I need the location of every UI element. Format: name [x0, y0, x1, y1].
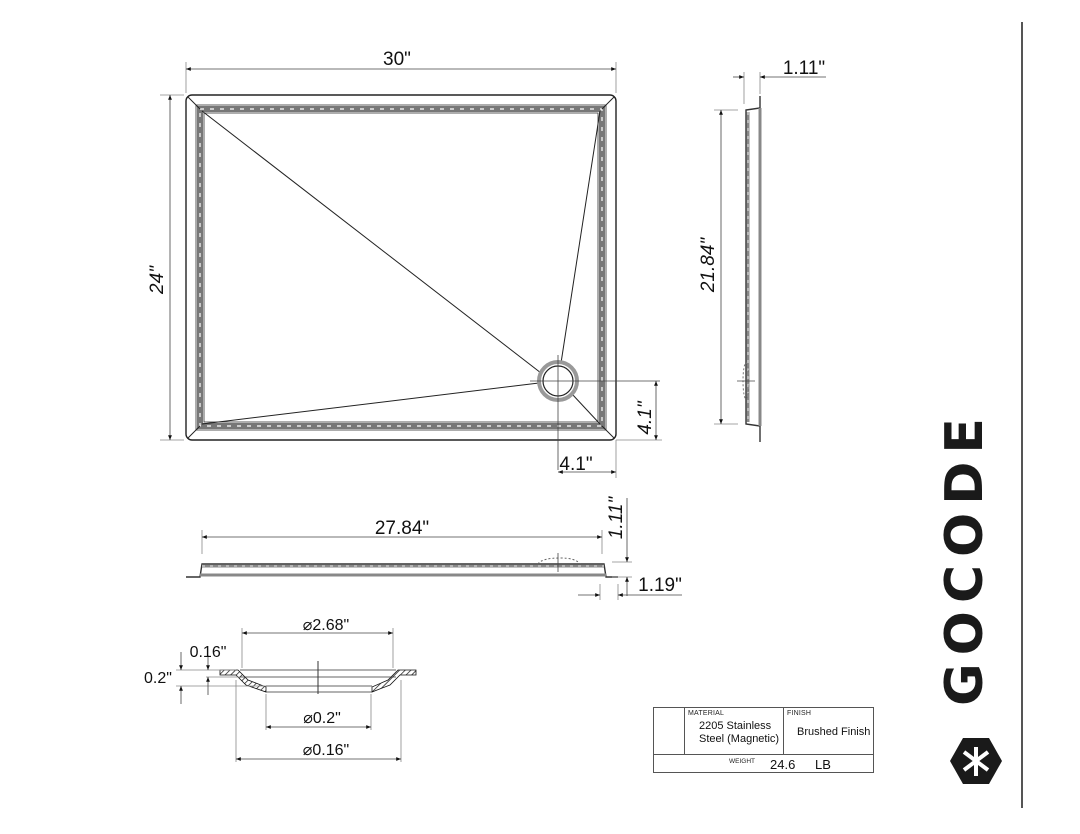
finish-cell: FINISH Brushed Finish: [784, 708, 874, 754]
title-block: MATERIAL 2205 Stainless Steel (Magnetic)…: [653, 707, 874, 773]
top-view: 30" 24" 4.1" 4.1": [147, 49, 662, 478]
drain-detail: ⌀2.68" ⌀0.2" ⌀0.16" 0.2" 0.16": [144, 617, 417, 762]
side-view: 1.11" 21.84": [698, 58, 826, 442]
material-cell: MATERIAL 2205 Stainless Steel (Magnetic): [685, 708, 784, 754]
dim-front-flange-label: 1.19": [638, 575, 682, 596]
title-block-empty-cell: [654, 708, 685, 754]
dim-height-label: 24": [147, 265, 168, 295]
dim-drain-flange-height: 0.16": [190, 644, 227, 661]
finish-label: FINISH: [787, 710, 812, 717]
dim-drain-total-height: 0.2": [144, 670, 172, 687]
hexagon-asterisk-icon: [950, 738, 1002, 784]
dim-side-depth-label: 1.11": [783, 58, 825, 79]
dim-side-length-label: 21.84": [698, 237, 719, 294]
dim-drain-x-label: 4.1": [559, 454, 592, 475]
material-label: MATERIAL: [688, 710, 725, 717]
finish-value: Brushed Finish: [797, 726, 871, 738]
dim-width-label: 30": [383, 49, 411, 70]
dim-drain-base-diameter: ⌀0.16": [303, 742, 349, 759]
dim-drain-y-label: 4.1": [635, 400, 656, 434]
dim-front-depth-label: 1.11": [606, 496, 627, 540]
dim-drain-outer-diameter: ⌀2.68": [303, 617, 349, 634]
weight-value: 24.6: [770, 757, 796, 772]
title-block-row-weight: WEIGHT 24.6 LB: [654, 755, 873, 773]
dim-drain-inner-diameter: ⌀0.2": [303, 710, 341, 727]
dim-front-length-label: 27.84": [375, 518, 429, 539]
material-value-line1: 2205 Stainless: [699, 720, 772, 732]
front-view: 27.84" 1.11" 1.19": [186, 496, 682, 600]
weight-label: WEIGHT: [729, 758, 755, 765]
title-block-row-material-finish: MATERIAL 2205 Stainless Steel (Magnetic)…: [654, 708, 873, 755]
weight-unit: LB: [815, 757, 831, 772]
material-value-line2: Steel (Magnetic): [699, 733, 780, 745]
brand-wordmark: GOCODE: [935, 410, 995, 706]
drawing-border-line: [1021, 22, 1023, 808]
